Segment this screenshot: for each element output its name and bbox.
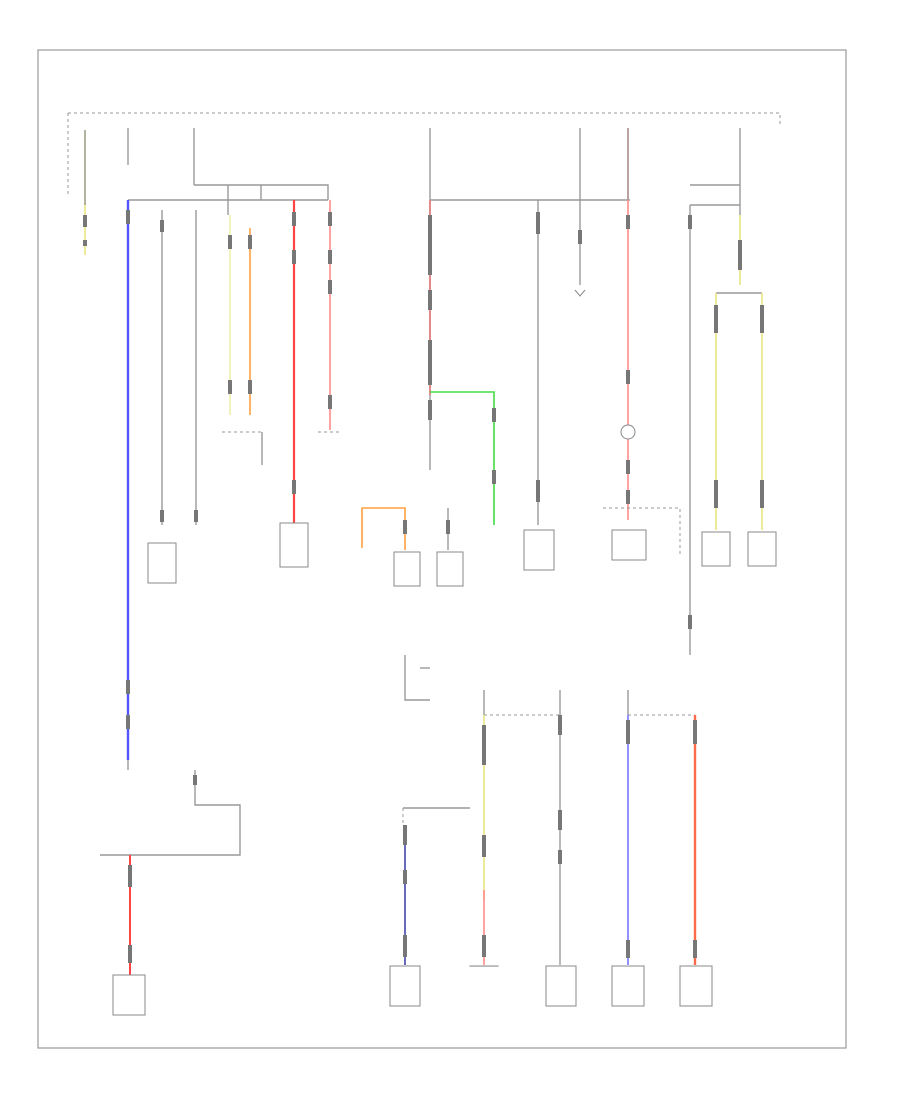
wire-orange-tap — [361, 507, 406, 550]
component-box-lr2 — [679, 965, 713, 1007]
component-box-r1 — [701, 531, 731, 567]
component-box-c3 — [523, 529, 555, 571]
component-box-lc3 — [545, 965, 577, 1007]
lower-right-group — [611, 690, 713, 1007]
diagram-border — [37, 49, 847, 1049]
left-fuse-group — [83, 128, 342, 770]
lower-left-group — [100, 770, 241, 1016]
component-box-c1 — [393, 551, 421, 587]
component-box-r2 — [747, 531, 777, 567]
component-switch-left — [147, 542, 177, 584]
component-box-c2 — [436, 551, 464, 587]
lower-center-group — [389, 655, 577, 1007]
component-box-lr1 — [611, 965, 645, 1007]
top-dashed-bus — [68, 112, 781, 125]
component-box-lc1 — [389, 965, 421, 1007]
wire-green — [430, 391, 495, 525]
lamp-symbol — [620, 424, 636, 440]
component-relay-left — [279, 522, 309, 568]
center-fuse-group — [361, 128, 681, 587]
component-box-l1 — [112, 974, 146, 1016]
component-box-c4 — [611, 529, 647, 561]
right-fuse-group — [688, 128, 777, 655]
